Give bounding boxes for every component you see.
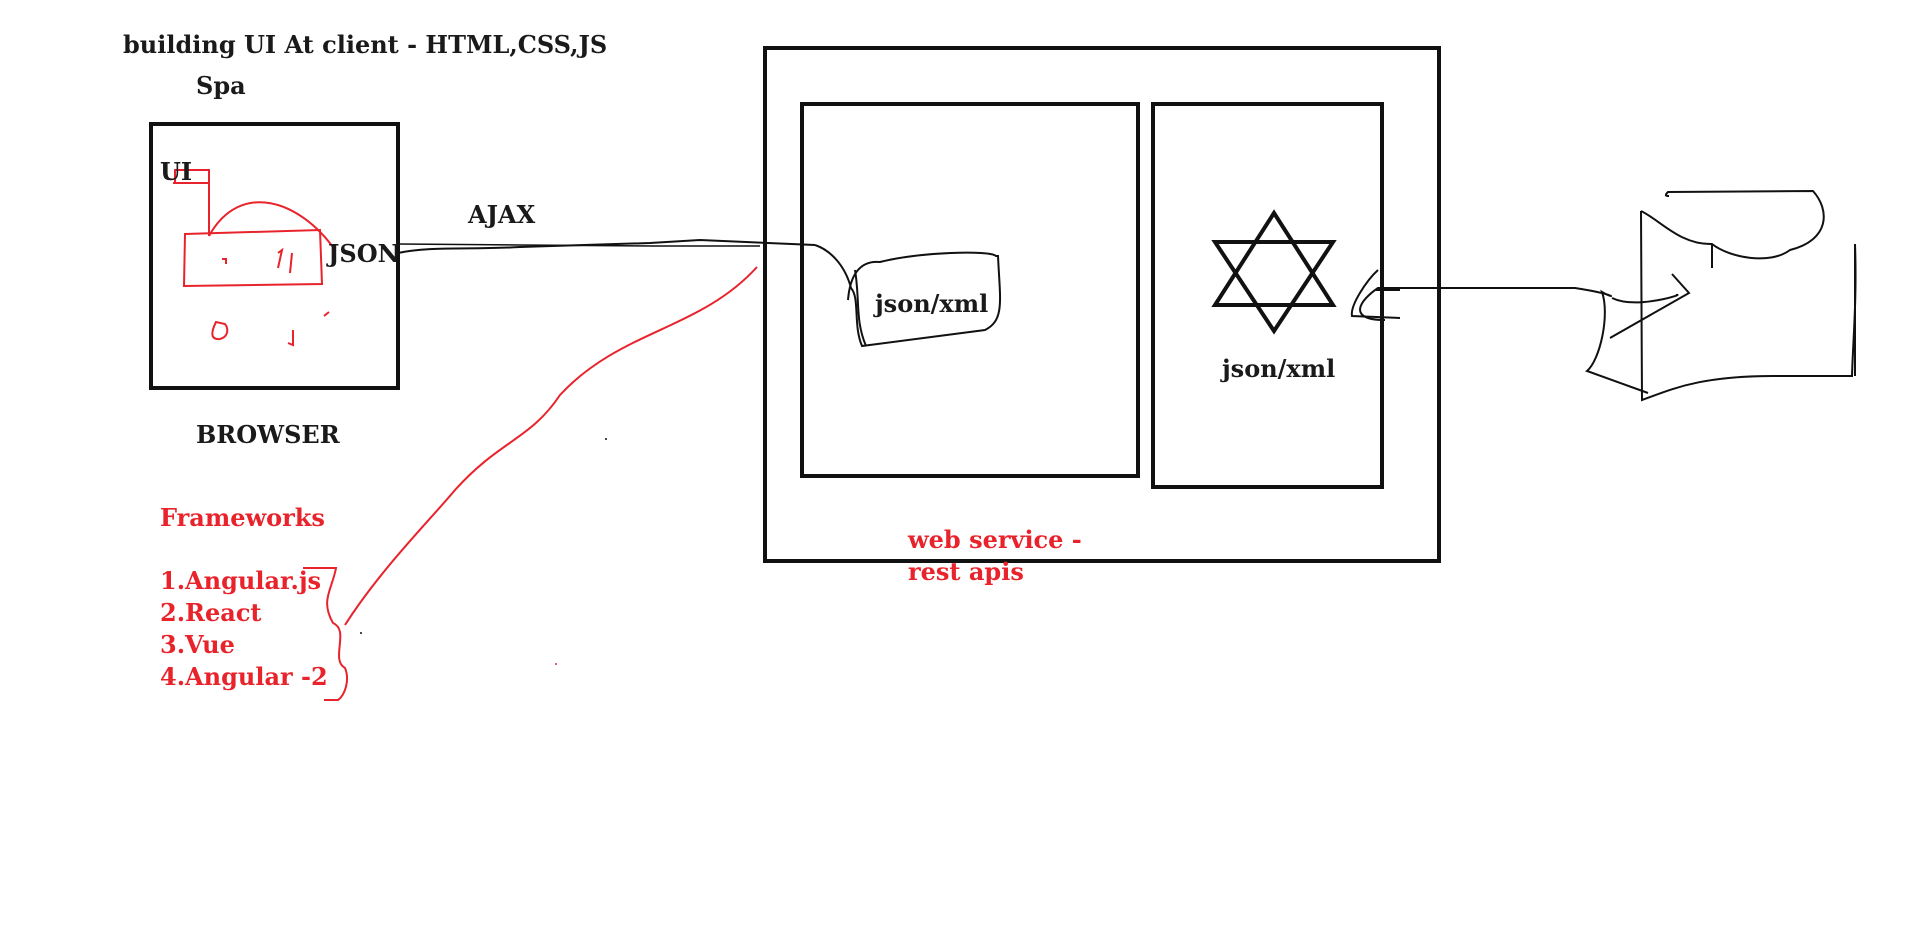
database-arrow xyxy=(1359,287,1649,394)
ajax-connection-line xyxy=(397,238,816,254)
ui-sketch xyxy=(173,169,336,347)
framework-item-angular2: 4.Angular -2 xyxy=(160,662,328,691)
server-left-panel xyxy=(800,102,1140,478)
web-service-caption-line1: web service - xyxy=(908,525,1082,554)
left-doc-label: json/xml xyxy=(875,289,989,318)
json-label: JSON xyxy=(328,239,400,268)
star-icon xyxy=(1211,209,1337,335)
server-right-panel xyxy=(1151,102,1384,489)
json-xml-document-shape xyxy=(814,244,1002,348)
web-service-caption-line2: rest apis xyxy=(908,557,1024,586)
ajax-label: AJAX xyxy=(468,200,536,229)
server-box xyxy=(763,46,1441,563)
ajax-connection-line-2 xyxy=(397,243,760,247)
database-shape xyxy=(1640,189,1857,402)
ui-label: UI xyxy=(160,157,193,186)
browser-box xyxy=(149,122,400,390)
right-panel-label: json/xml xyxy=(1222,354,1336,383)
framework-item-angularjs: 1.Angular.js xyxy=(160,566,322,595)
framework-item-vue: 3.Vue xyxy=(160,630,235,659)
frameworks-title: Frameworks xyxy=(160,503,325,532)
frameworks-brace xyxy=(303,567,348,701)
framework-item-react: 2.React xyxy=(160,598,262,627)
browser-caption: BROWSER xyxy=(196,420,340,449)
frameworks-connector-line xyxy=(344,266,758,626)
spa-label: Spa xyxy=(196,71,246,100)
diagram-title: building UI At client - HTML,CSS,JS xyxy=(123,30,608,59)
frameworks-list: 1.Angular.js 2.React 3.Vue 4.Angular -2 xyxy=(160,565,328,693)
